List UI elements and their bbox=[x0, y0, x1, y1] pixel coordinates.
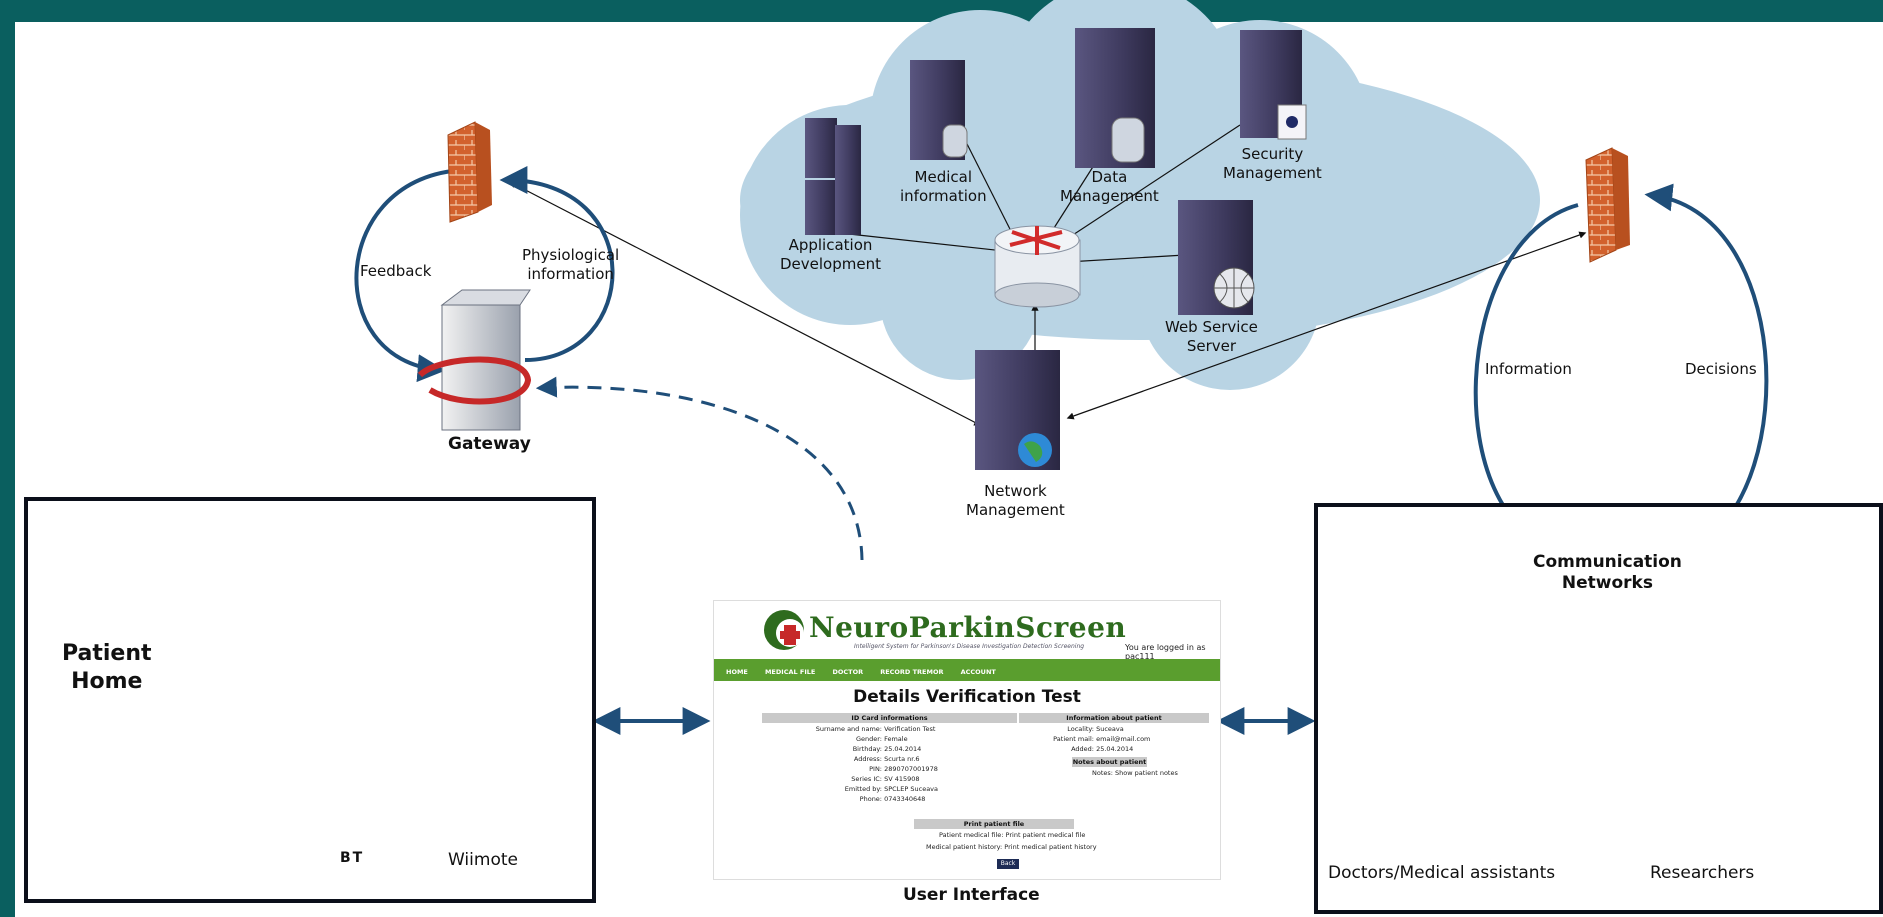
nav-account[interactable]: ACCOUNT bbox=[960, 668, 996, 676]
logged-in-text: You are logged in as pac111 bbox=[1125, 643, 1206, 661]
id-row: Gender: Female bbox=[855, 735, 908, 743]
id-row: Birthday: 25.04.2014 bbox=[852, 745, 922, 753]
ui-gateway-dashed-arrow bbox=[535, 376, 864, 561]
info-row: Patient mail: email@mail.com bbox=[1053, 735, 1151, 743]
app-tagline: Intelligent System for Parkinson's Disea… bbox=[854, 643, 1085, 650]
nav-doctor[interactable]: DOCTOR bbox=[832, 668, 864, 676]
notes-row[interactable]: Notes: Show patient notes bbox=[1092, 769, 1178, 777]
patient-info-header: Information about patient bbox=[1019, 713, 1209, 723]
info-row: Locality: Suceava bbox=[1067, 725, 1124, 733]
nav-record-tremor[interactable]: RECORD TREMOR bbox=[880, 668, 944, 676]
network-firewall-right-link bbox=[1066, 231, 1587, 420]
firewall-network-link bbox=[508, 181, 982, 426]
gateway-label: Gateway bbox=[448, 434, 531, 454]
patient-home-panel bbox=[24, 497, 596, 903]
id-row: Series IC: SV 415908 bbox=[851, 775, 920, 783]
physiological-arrow bbox=[499, 166, 615, 362]
gateway-firewall-icon bbox=[447, 121, 492, 223]
information-label: Information bbox=[1485, 360, 1572, 378]
id-row: Phone: 0743340648 bbox=[859, 795, 926, 803]
nav-medical-file[interactable]: MEDICAL FILE bbox=[764, 668, 816, 676]
print-medical-file-link[interactable]: Patient medical file: Print patient medi… bbox=[939, 831, 1086, 839]
router-icon bbox=[994, 225, 1081, 308]
back-button[interactable]: Back bbox=[997, 859, 1019, 869]
security-server-icon bbox=[1240, 30, 1307, 140]
web-service-server-icon bbox=[1178, 200, 1255, 315]
nav-bar: HOME MEDICAL FILE DOCTOR RECORD TREMOR A… bbox=[714, 659, 1220, 681]
network-management-server-icon bbox=[975, 350, 1060, 470]
info-row: Added: 25.04.2014 bbox=[1071, 745, 1134, 753]
app-logo-icon bbox=[764, 610, 804, 650]
researchers-label: Researchers bbox=[1650, 863, 1755, 883]
user-interface-label: User Interface bbox=[903, 885, 1040, 905]
clinicians-panel bbox=[1314, 503, 1883, 914]
wiimote-label: Wiimote bbox=[448, 850, 518, 870]
id-row: PIN: 2890707001978 bbox=[869, 765, 938, 773]
nav-home[interactable]: HOME bbox=[726, 668, 748, 676]
feedback-arrow bbox=[354, 168, 466, 383]
id-card-header: ID Card informations bbox=[762, 713, 1017, 723]
bt-label: BT bbox=[340, 850, 365, 866]
clinician-firewall-icon bbox=[1585, 147, 1630, 263]
feedback-label: Feedback bbox=[360, 262, 432, 280]
id-row: Emitted by: SPCLEP Suceava bbox=[844, 785, 939, 793]
print-history-link[interactable]: Medical patient history: Print medical p… bbox=[926, 843, 1097, 851]
id-row: Surname and name: Verification Test bbox=[815, 725, 936, 733]
user-interface-screenshot: NeuroParkinScreen Intelligent System for… bbox=[713, 600, 1221, 880]
application-server-icon bbox=[805, 118, 861, 235]
medical-information-server-icon bbox=[910, 60, 968, 160]
gateway-icon bbox=[417, 289, 532, 431]
app-brand: NeuroParkinScreen bbox=[809, 611, 1127, 644]
page-title: Details Verification Test bbox=[853, 687, 1081, 707]
decisions-label: Decisions bbox=[1685, 360, 1757, 378]
data-management-server-icon bbox=[1075, 28, 1155, 168]
doctors-label: Doctors/Medical assistants bbox=[1328, 863, 1556, 883]
notes-header: Notes about patient bbox=[1072, 757, 1147, 767]
print-file-header: Print patient file bbox=[914, 819, 1074, 829]
id-row: Address: Scurta nr.6 bbox=[853, 755, 920, 763]
